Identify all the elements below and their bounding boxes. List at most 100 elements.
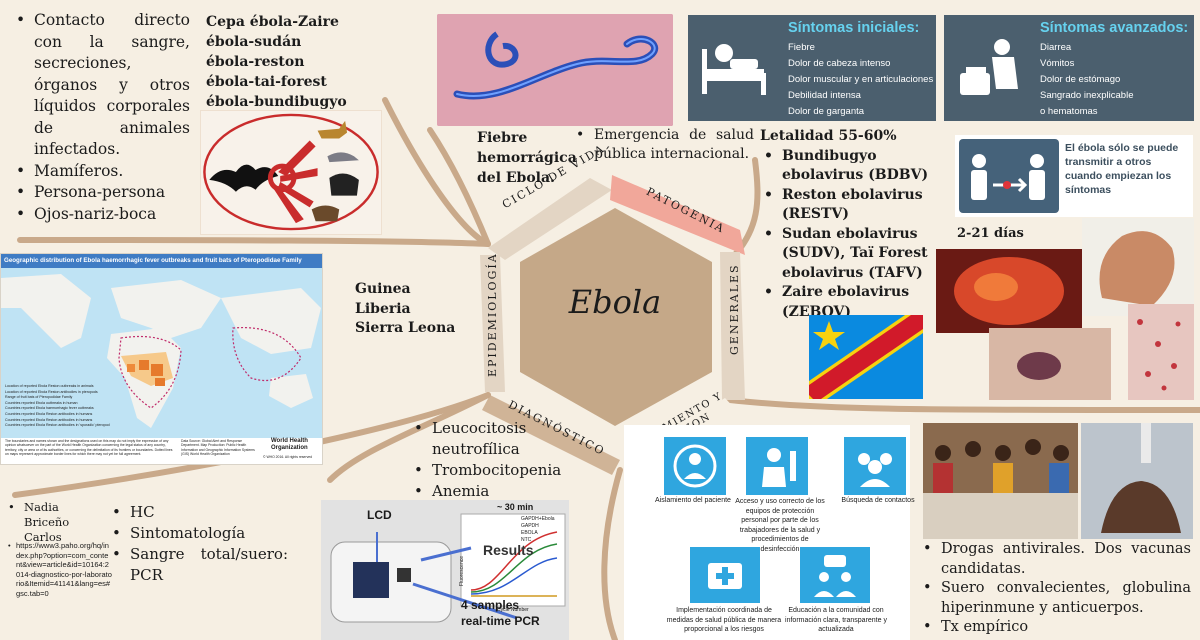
band-patogenia [610,175,745,255]
pcr-device-drawing [321,500,569,640]
sick-bed-icon [702,44,766,95]
symptom-item: Fiebre [788,42,815,53]
contagion-note: El ébola sólo se puede transmitir a otro… [1065,142,1179,196]
outbreak-countries: Guinea Liberia Sierra Leona [355,280,455,339]
legend-item: Location of reported Ebola Reston antibo… [5,389,98,394]
pcr-axis-x: Cycle Number [497,607,529,613]
strain-item: ébola-sudán [206,34,302,50]
diagnosis-item: HC [108,502,288,523]
branch-top [427,127,491,247]
reservoir-host-diagram [200,110,382,235]
symptom-item: Vómitos [1040,58,1075,69]
who-logo-text: World Health Organization [271,438,308,451]
treatment-list: Drogas antivirales. Dos vacunas candidat… [919,540,1191,638]
prevention-item: Implementación coordinada de medidas de … [666,607,782,633]
transmission-item: Persona-persona [12,182,190,204]
label-epidemiologia: EPIDEMIOLOGÍA [486,252,499,377]
diagnosis-item: Sintomatología [108,523,288,544]
country-item: Liberia [355,300,411,317]
map-legend: Location of reported Ebola Reston outbre… [5,384,135,429]
prevention-item: Aislamiento del paciente [655,497,731,504]
monkey-icon [311,205,340,222]
diagnosis-list: HC Sintomatología Sangre total/suero: PC… [108,502,288,586]
author-credit: Nadia Briceño Carlos [4,500,114,545]
symptom-item: Dolor de cabeza intenso [788,58,891,69]
strain-item: ébola-reston [206,54,305,70]
advanced-symptoms-list: Diarrea Vómitos Dolor de estómago Sangra… [1040,40,1133,120]
pcr-legend-item: GAPDH+Ebola [521,516,555,522]
lethality-title: Letalidad 55-60% [760,128,897,144]
organ-illustration [936,249,1082,333]
symptom-item: Diarrea [1040,42,1072,53]
band-generales [720,252,745,400]
map-disclaimer: The boundaries and names shown and the d… [5,439,173,457]
incubation-period: 2-21 días [957,226,1024,241]
isolation-icon [664,437,726,495]
band-ciclo [488,178,612,260]
virus-species-list: Bundibugyo ebolavirus (BDBV) Reston ebol… [760,147,935,323]
center-hexagon [520,208,712,426]
strain-item: ébola-tai-forest [206,74,327,90]
treatment-item: Tx empírico [919,618,1191,638]
distribution-map-panel: Geographic distribution of Ebola haemorr… [0,253,323,465]
legend-item: Countries reported Ebola outbreaks in hu… [5,400,78,405]
symptom-item: Dolor de estómago [1040,74,1121,85]
lab-finding-item: Trombocitopenia [410,460,590,481]
emergency-note: Emergencia de salud pública internaciona… [572,126,754,164]
pcr-time-label: ~ 30 min [497,502,534,512]
author-name: Nadia Briceño Carlos [4,500,74,545]
fever-title: Fiebre hemorrágica del Ebola. [477,130,577,186]
protective-equipment-icon [746,437,808,495]
initial-symptoms-title: Síntomas iniciales: [788,20,920,36]
source-reference: https://www3.paho.org/hq/index.php?optio… [4,541,112,598]
ebola-virus-micrograph [437,14,673,126]
branch-left [17,237,491,247]
legend-item: Countries reported Ebola Reston antibodi… [5,411,93,416]
gorilla-icon [329,173,359,196]
map-title: Geographic distribution of Ebola haemorr… [1,254,322,268]
pcr-axis-y: Fluorescence [459,555,465,586]
source-link[interactable]: https://www3.paho.org/hq/index.php?optio… [4,541,112,598]
map-copyright: © WHO 2016. All rights reserved [263,455,313,459]
advanced-symptoms-panel: Síntomas avanzados: Diarrea Vómitos Dolo… [944,15,1194,121]
antelope-icon [317,120,348,139]
branch-top-left [382,97,491,247]
treatment-item: Suero convalecientes, globulina hiperinm… [919,579,1191,618]
lab-findings-list: Leucocitosis neutrofílica Trombocitopeni… [410,418,590,502]
community-icon [800,547,870,603]
symptom-item: Dolor muscular y en articulaciones [788,74,934,85]
virus-species-item: Sudan ebolavirus (SUDV), Taï Forest ebol… [760,225,935,284]
world-map [1,268,322,438]
diagnosis-item: Sangre total/suero: PCR [108,544,288,586]
legend-item: Countries reported Ebola Reston antibodi… [5,417,93,422]
lethality-section: Letalidad 55-60% Bundibugyo ebolavirus (… [760,127,935,322]
symptom-item: Dolor de garganta [788,106,865,117]
prevention-item: Acceso y uso correcto de los equipos de … [735,498,825,553]
flag-star-icon [813,321,845,350]
health-kit-icon [690,547,760,603]
clinical-photos [936,218,1194,400]
country-item: Guinea [355,281,411,297]
legend-item: Range of fruit bats of Pteropodidae Fami… [5,395,73,400]
transmission-list: Contacto directo con la sangre, secrecio… [12,10,190,225]
bruise-photo [989,328,1111,400]
rodent-icon [327,152,359,163]
pcr-legend: GAPDH+Ebola GAPDH EBOLA NTC [521,516,555,544]
transmission-item: Mamíferos. [12,161,190,183]
branch-bottom [601,467,623,640]
strain-item: Cepa ébola-Zaire [206,14,339,30]
branch-right [727,397,1200,413]
pcr-device-image: LCD ~ 30 min Results Fluorescence Cycle … [321,500,569,640]
transmission-item: Ojos-nariz-boca [12,204,190,226]
initial-symptoms-list: Fiebre Dolor de cabeza intenso Dolor mus… [788,40,933,120]
map-data-source: Data Source: Global Alert and Response D… [181,439,255,457]
lab-finding-item: Anemia [410,481,590,502]
treatment-item: Drogas antivirales. Dos vacunas candidat… [919,540,1191,579]
drc-flag [809,315,923,399]
symptom-item: o hematomas [1040,106,1098,117]
handwashing-photo [1081,423,1193,539]
symptom-item: Debilidad intensa [788,90,861,101]
prevention-item: Educación a la comunidad con información… [785,607,887,633]
pcr-legend-item: EBOLA [521,530,538,536]
strain-list: Cepa ébola-Zaire ébola-sudán ébola-resto… [206,12,366,112]
